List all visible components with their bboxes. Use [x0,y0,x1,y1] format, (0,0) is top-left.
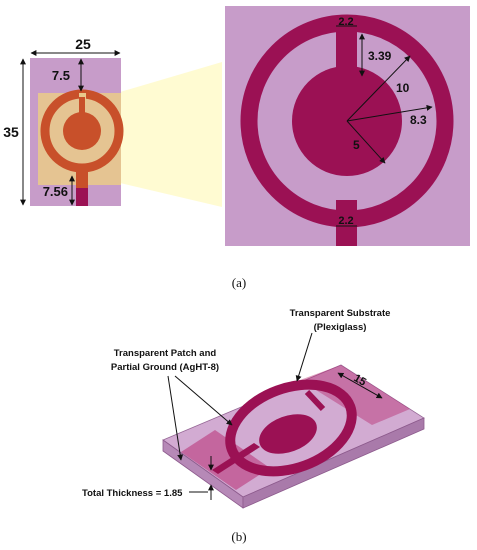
patch-label-line1: Transparent Patch and [114,348,217,359]
outer-radius-label: 10 [396,81,410,95]
patch-radius-label: 5 [353,138,360,152]
patch-label-line2: Partial Ground (AgHT-8) [111,362,219,373]
feed-length-label: 7.56 [43,184,68,199]
substrate-label-line2: (Plexiglass) [314,322,367,333]
small-antenna-view [30,58,124,206]
substrate-label-line1: Transparent Substrate [290,308,391,319]
inner-ring-radius-label: 8.3 [410,113,427,127]
zoomed-antenna-view [225,6,470,246]
gap-top-label: 2.2 [338,16,353,28]
isometric-antenna-view [162,364,425,509]
top-gap-label: 7.5 [52,68,70,83]
caption-a: (a) [232,275,246,290]
height-label: 35 [3,124,19,140]
caption-b: (b) [231,529,246,544]
gap-bottom-label: 2.2 [338,215,353,227]
thickness-label: Total Thickness = 1.85 [82,488,183,499]
slot-length-label: 3.39 [368,49,392,63]
zoom-projection [120,62,222,207]
width-label: 25 [75,36,91,52]
depth-label: 15 [352,372,369,389]
